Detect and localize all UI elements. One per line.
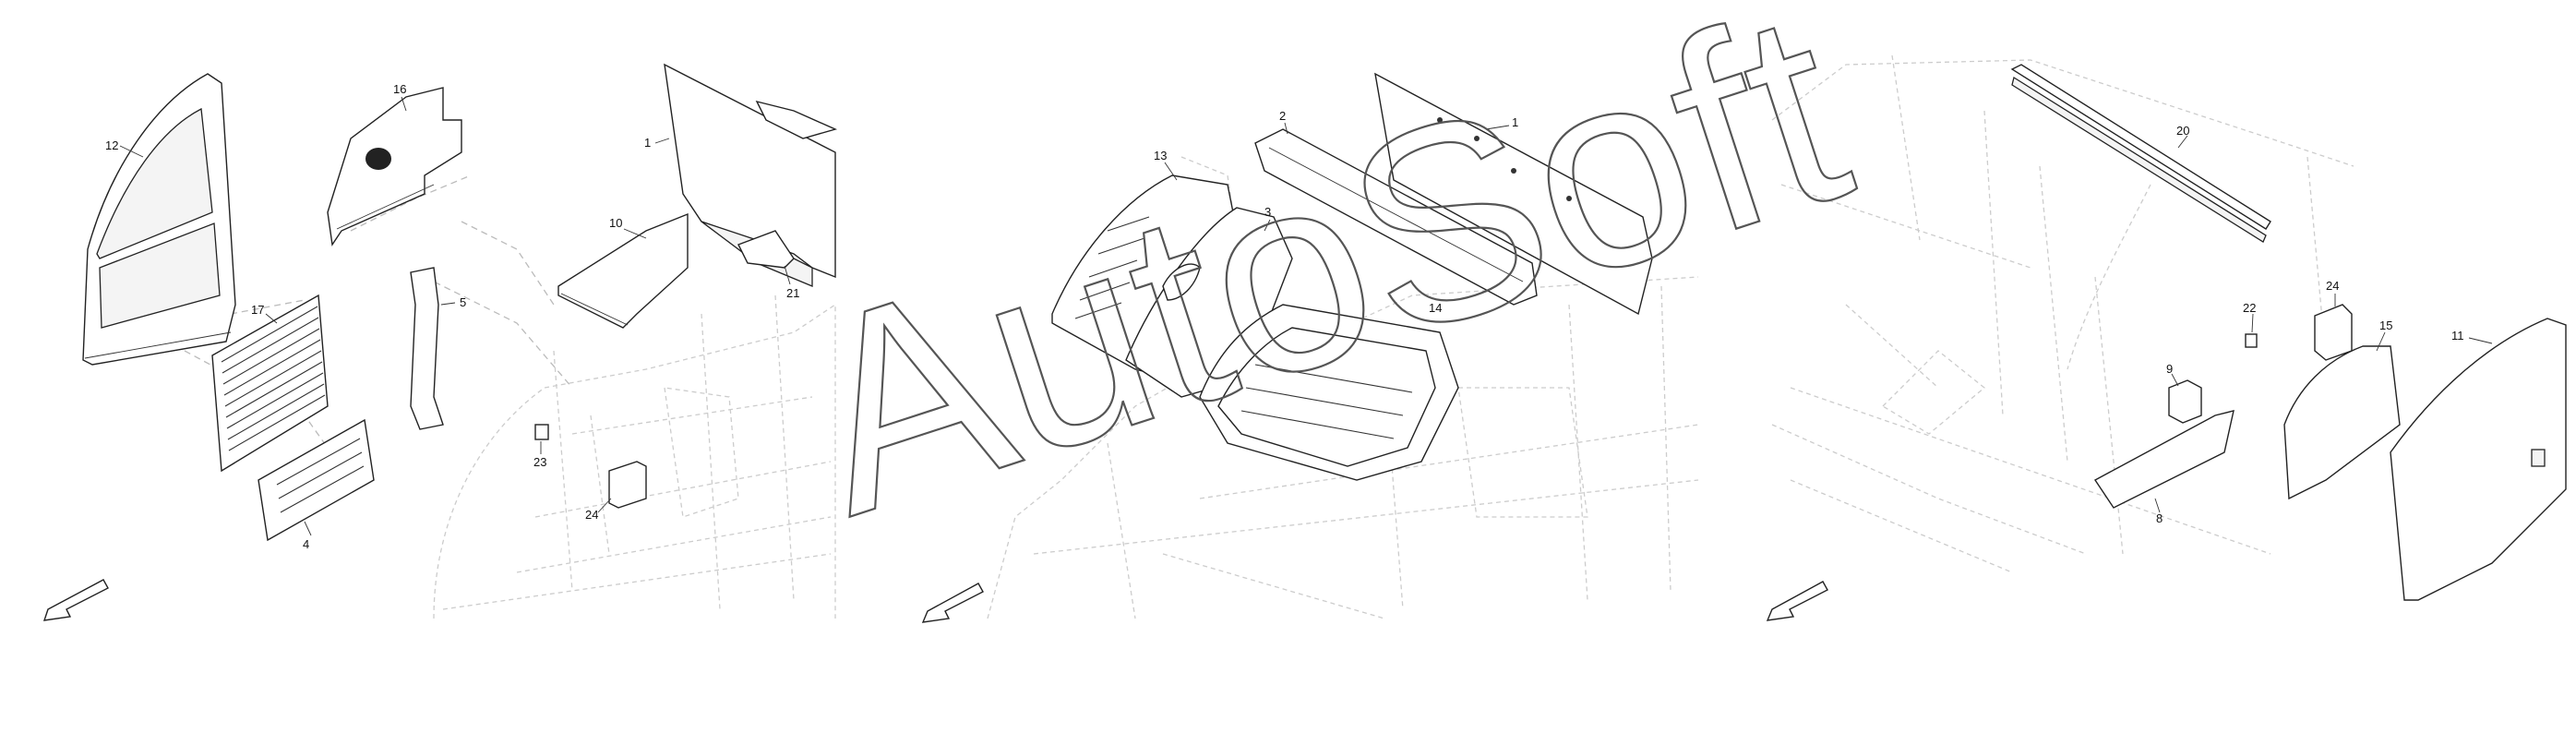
callout-9: 9 [2166,362,2173,376]
callout-2: 2 [1279,109,1286,123]
callout-17: 17 [251,303,264,317]
callout-13: 13 [1154,149,1167,162]
arrow-down-left-icon [1766,581,1828,621]
part-15-side-panel [2283,345,2401,500]
arrow-down-left-icon [42,579,109,621]
callout-24: 24 [585,508,598,522]
part-22-clip [2245,333,2258,348]
view-middle: 1 2 13 3 14 [921,72,1699,623]
callout-20: 20 [2176,124,2189,138]
callout-23: 23 [533,455,546,469]
view-left: 12 16 1 10 21 17 5 4 23 24 [42,63,838,621]
part-14-large-louver [1199,304,1459,481]
part-12-door-panel [82,73,236,366]
callout-4: 4 [303,537,309,551]
watermark-text: AutoSoft [772,0,1878,573]
callout-14: 14 [1429,301,1442,315]
callout-21: 21 [786,286,799,300]
watermark: AutoSoft [771,0,1879,574]
part-10-shelf [557,212,689,329]
callout-1: 1 [644,136,651,150]
callout-8: 8 [2156,511,2163,525]
part-24-box [608,461,647,509]
callout-1: 1 [1512,115,1518,129]
part-16-upper-panel [327,87,462,246]
part-2-beam [1254,128,1538,306]
part-11-large-door [2390,318,2567,601]
callout-24: 24 [2326,279,2339,293]
callout-5: 5 [460,295,466,309]
callout-22: 22 [2243,301,2256,315]
cab-frame-right [1771,54,2354,573]
part-20-top-bar [2010,64,2271,243]
part-17-louver [211,294,329,473]
part-4-lower-vent [258,418,375,542]
part-1-rear-panel-middle [1374,72,1653,316]
part-23-clip [534,424,549,440]
view-right: 20 22 24 15 11 9 8 [1766,54,2567,621]
callout-11: 11 [2451,329,2464,342]
part-9-box [2168,379,2202,424]
part-21-bracket [737,230,795,269]
arrow-down-left-icon [921,583,984,623]
cab-frame-left [433,294,836,619]
callout-10: 10 [609,216,622,230]
part-5-vertical-bracket [410,267,444,430]
callout-12: 12 [105,138,118,152]
part-8-lower-panel [2093,410,2235,509]
part-24-bracket [2314,304,2353,361]
callout-16: 16 [393,82,406,96]
callout-3: 3 [1264,205,1271,219]
callout-15: 15 [2379,318,2392,332]
